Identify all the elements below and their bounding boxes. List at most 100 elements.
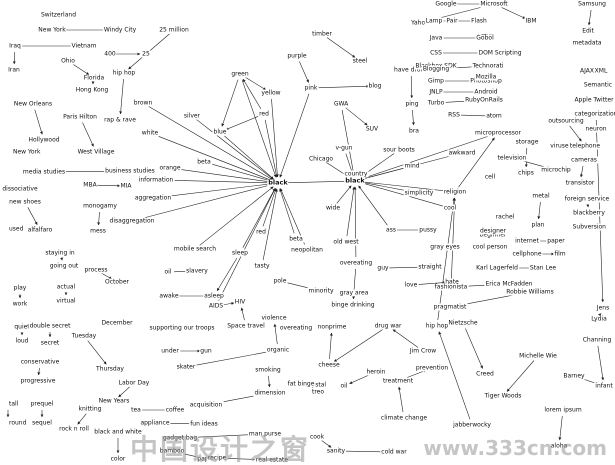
node-treo: treo (310, 388, 326, 396)
node-mind: mind (403, 162, 421, 170)
node-four-hundred: 400 (103, 50, 117, 58)
node-metadata: metadata (571, 39, 603, 47)
node-barney: Barney (562, 372, 586, 380)
node-heroin: heroin (365, 368, 387, 376)
node-cheese: cheese (317, 361, 341, 369)
node-lorem-ipsum: lorem ipsum (543, 406, 583, 414)
edge-rss-to-atom (459, 114, 489, 118)
edge-disaggregation-to-black (137, 183, 273, 220)
node-mia: MIA (119, 182, 133, 190)
edge-green-to-black (241, 79, 277, 178)
node-fun-ideas: fun ideas (189, 420, 219, 428)
edge-aggregation-to-black (158, 182, 273, 198)
node-hiv: HIV (233, 298, 247, 306)
node-ibm: IBM (524, 17, 538, 25)
node-disaggregation: disaggregation (108, 217, 156, 225)
node-dom-scripting: DOM Scripting (477, 49, 523, 57)
edge-iraq-to-iran (12, 51, 16, 65)
node-technorati: Technorati (471, 62, 505, 70)
edge-microprocessor-to-black-2 (360, 134, 493, 180)
node-xml: XML (593, 67, 609, 75)
edge-cool-to-black-2 (360, 181, 445, 207)
node-new-york: New York (37, 26, 67, 34)
node-oil-2: oil (339, 382, 349, 390)
node-blackberry: blackberry (572, 209, 606, 217)
edge-channing-to-infant (597, 345, 605, 381)
node-nietzsche: Nietzsche (447, 319, 479, 327)
node-michelle-wie: Michelle Wie (518, 352, 558, 360)
node-dimension: dimension (253, 389, 287, 397)
node-robbie-williams: Robbie Williams (505, 288, 555, 296)
node-jabberwocky: jabberwocky (452, 421, 492, 429)
node-country: country (343, 170, 369, 178)
edge-green-to-blue (221, 79, 239, 127)
node-chicago: Chicago (307, 155, 335, 163)
node-cool: cool (442, 204, 458, 212)
node-violence: violence (260, 314, 288, 322)
node-lydia: Lydia (590, 315, 608, 323)
node-slavery: slavery (185, 267, 209, 275)
node-monogamy: monogamy (82, 202, 118, 210)
node-silver: silver (182, 112, 202, 120)
node-timber: timber (311, 30, 333, 38)
edge-paris-hilton-to-west-village (82, 122, 94, 147)
node-october: October (103, 278, 131, 286)
node-rss: RSS (447, 111, 461, 119)
node-labor-day: Labor Day (117, 379, 151, 387)
edge-religion-to-microprocessor (458, 137, 495, 188)
node-jens: Jens (595, 304, 611, 312)
node-rap-and-rave: rap & rave (103, 116, 137, 124)
node-switzerland: Switzerland (40, 11, 77, 19)
node-gray-eyes: gray eyes (429, 243, 461, 251)
node-jnlp: JNLP (428, 88, 444, 96)
node-jim-crow: Jim Crow (408, 347, 438, 355)
node-appliance: appliance (139, 419, 171, 427)
node-space-travel: Space travel (226, 322, 266, 330)
node-business-studies: business studies (104, 167, 156, 175)
node-mess: mess (89, 227, 107, 235)
node-microchip: microchip (540, 166, 572, 174)
node-aloha: aloha (549, 442, 569, 450)
edge-ping-to-bra (411, 109, 415, 126)
edge-smoking-to-dimension (267, 375, 271, 388)
node-old-west: old west (332, 238, 360, 246)
node-aids: AIDS (207, 302, 225, 310)
node-orange: orange (158, 164, 182, 172)
edge-labor-day-to-new-years (118, 386, 130, 398)
node-organic: organic (265, 346, 291, 354)
node-have-drone: have drone (393, 66, 429, 74)
node-cook: cook (308, 433, 326, 441)
node-crystal: crystal (304, 381, 328, 389)
node-beta-2: beta (288, 235, 304, 243)
node-android: Android (473, 88, 499, 96)
edge-jabberwocky-to-hip-hop-2 (438, 331, 471, 420)
node-green: green (230, 70, 250, 78)
node-chips: chips (517, 169, 535, 177)
node-new-years: New Years (97, 397, 131, 405)
edge-nietzsche-to-creed (465, 328, 483, 369)
edge-new-shoes-to-alfalfaro (27, 207, 38, 225)
edge-red-to-green (242, 78, 262, 110)
edge-metal-to-plan (537, 201, 541, 220)
node-under: under (160, 347, 180, 355)
node-hip-hop-2: hip hop (424, 322, 450, 330)
node-new-shoes: new shoes (8, 198, 42, 206)
edge-tuesday-to-thursday (87, 340, 107, 365)
node-media-studies: media studies (21, 168, 67, 176)
node-treatment: treatment (381, 377, 415, 385)
edge-heroin-to-oil-2 (349, 374, 371, 384)
node-vietnam: Vietnam (70, 42, 98, 50)
node-prevention: prevention (414, 364, 450, 372)
node-gadget-bag: gadget bag (161, 434, 199, 442)
edge-michelle-wie-to-tiger-woods (506, 360, 535, 392)
node-conservative: conservative (19, 358, 61, 366)
node-religion: religion (442, 188, 468, 196)
edge-old-west-to-black-2 (346, 186, 356, 237)
edge-white-to-black (155, 134, 273, 182)
node-supporting-our-troops: supporting our troops (148, 324, 216, 332)
node-virtual: virtual (55, 297, 77, 305)
node-staying-in: staying in (44, 249, 76, 257)
edge-ass-to-black-2 (358, 185, 388, 226)
node-iraq: Iraq (8, 42, 22, 50)
node-sleep: sleep (231, 249, 249, 257)
